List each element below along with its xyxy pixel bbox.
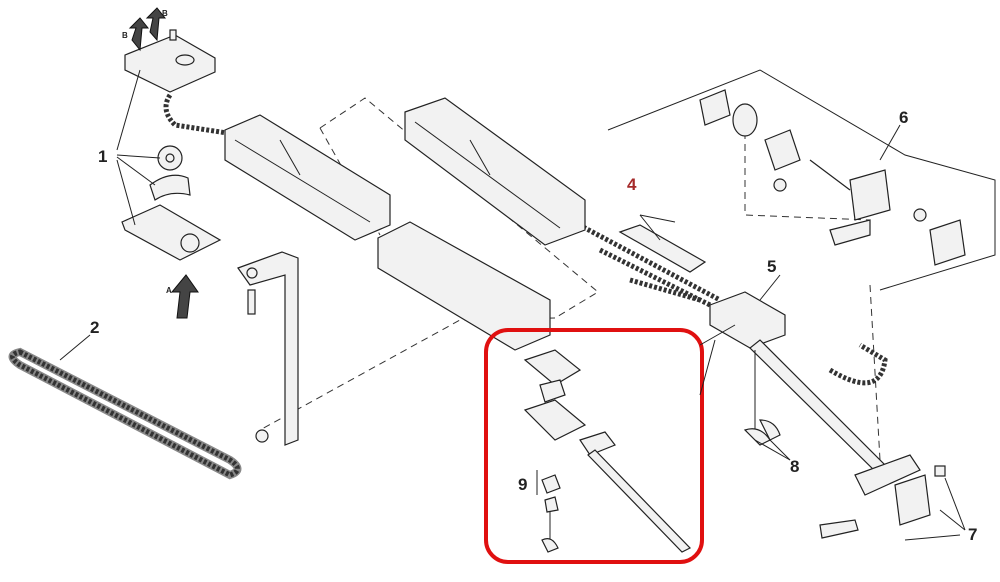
highlight-frame	[484, 328, 704, 564]
rail-right	[404, 97, 586, 246]
callout-1: 1	[98, 147, 107, 166]
chain-tensioner	[618, 214, 707, 273]
trolley-detail	[523, 349, 692, 553]
door-bracket	[819, 454, 966, 541]
callout-7: 7	[968, 525, 977, 544]
chain-loop	[8, 347, 242, 480]
callout-9: 9	[518, 475, 527, 494]
callout-2: 2	[90, 318, 99, 337]
sprocket	[149, 145, 191, 201]
arrow-label-a: A	[166, 286, 172, 295]
top-bracket	[124, 7, 216, 93]
arrow-label-b: B	[162, 9, 168, 18]
wall-bracket	[237, 251, 299, 446]
lower-bracket	[121, 204, 222, 319]
callout-5: 5	[767, 257, 776, 276]
release-handle	[754, 419, 791, 461]
callout-8: 8	[790, 457, 799, 476]
drive-kit	[699, 89, 966, 266]
callout-4: 4	[627, 175, 637, 194]
rail-left	[224, 114, 391, 241]
rail-joiner	[377, 221, 551, 351]
arrow-label-b: B	[122, 31, 128, 40]
callout-6: 6	[899, 108, 908, 127]
